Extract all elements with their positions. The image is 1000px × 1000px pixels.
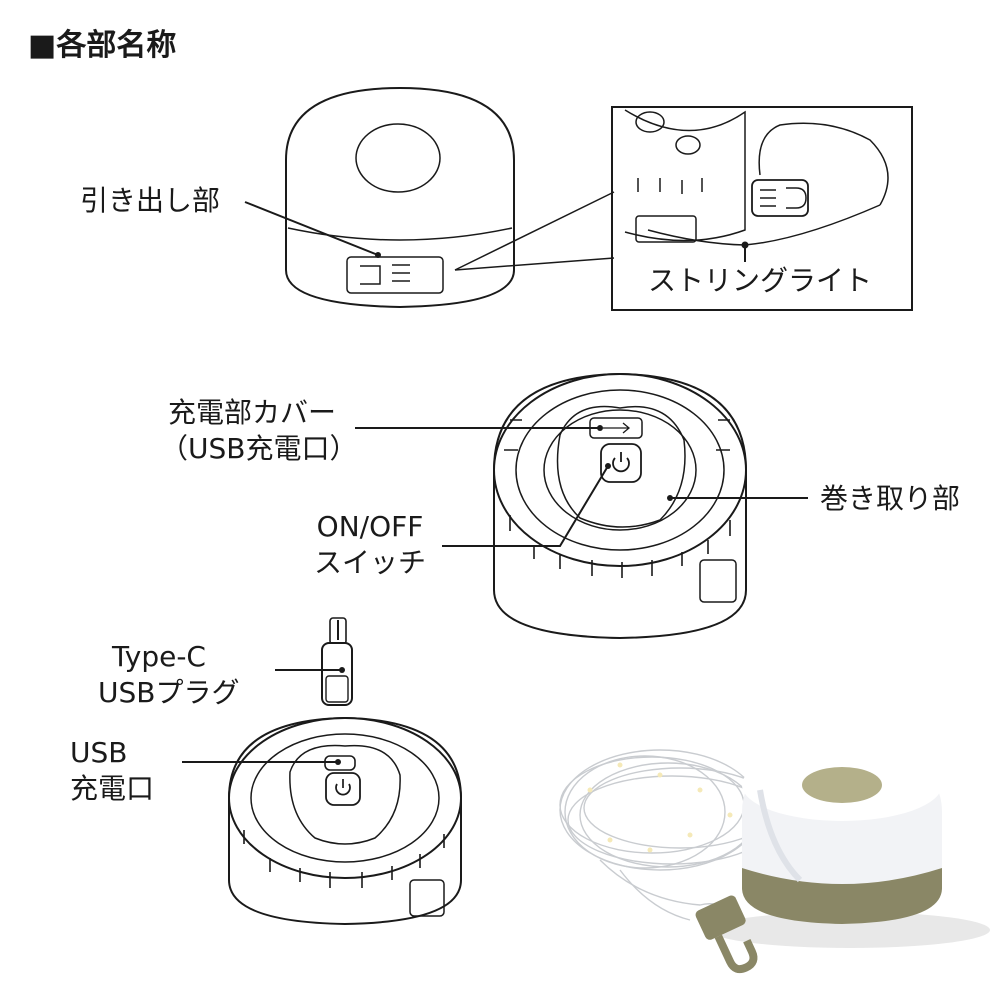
label-charge-cover-sub: （USB充電口） [160, 432, 358, 465]
label-onoff-sub: スイッチ [313, 546, 426, 579]
device-side-view [285, 86, 515, 309]
label-usb-port: USB [70, 736, 128, 769]
leader-lines-bottom [182, 667, 345, 765]
lantern [742, 749, 942, 924]
leader-lines-top [244, 191, 615, 271]
label-string-light: ストリングライト [648, 264, 873, 297]
device-with-plug [228, 617, 462, 926]
label-usb-port-sub: 充電口 [70, 772, 155, 805]
label-typec: Type-C [112, 640, 206, 673]
label-typec-sub: USBプラグ [98, 676, 240, 709]
label-charge-cover: 充電部カバー [168, 396, 337, 429]
hook [695, 895, 758, 974]
leader-lines-middle [355, 425, 808, 547]
device-top-view [493, 372, 747, 640]
label-winder: 巻き取り部 [820, 482, 961, 515]
label-drawer: 引き出し部 [80, 184, 221, 217]
string-light-inset [611, 106, 913, 311]
page-title: ■各部名称 [28, 28, 177, 63]
label-onoff: ON/OFF [316, 510, 424, 543]
product-photo [559, 749, 990, 974]
